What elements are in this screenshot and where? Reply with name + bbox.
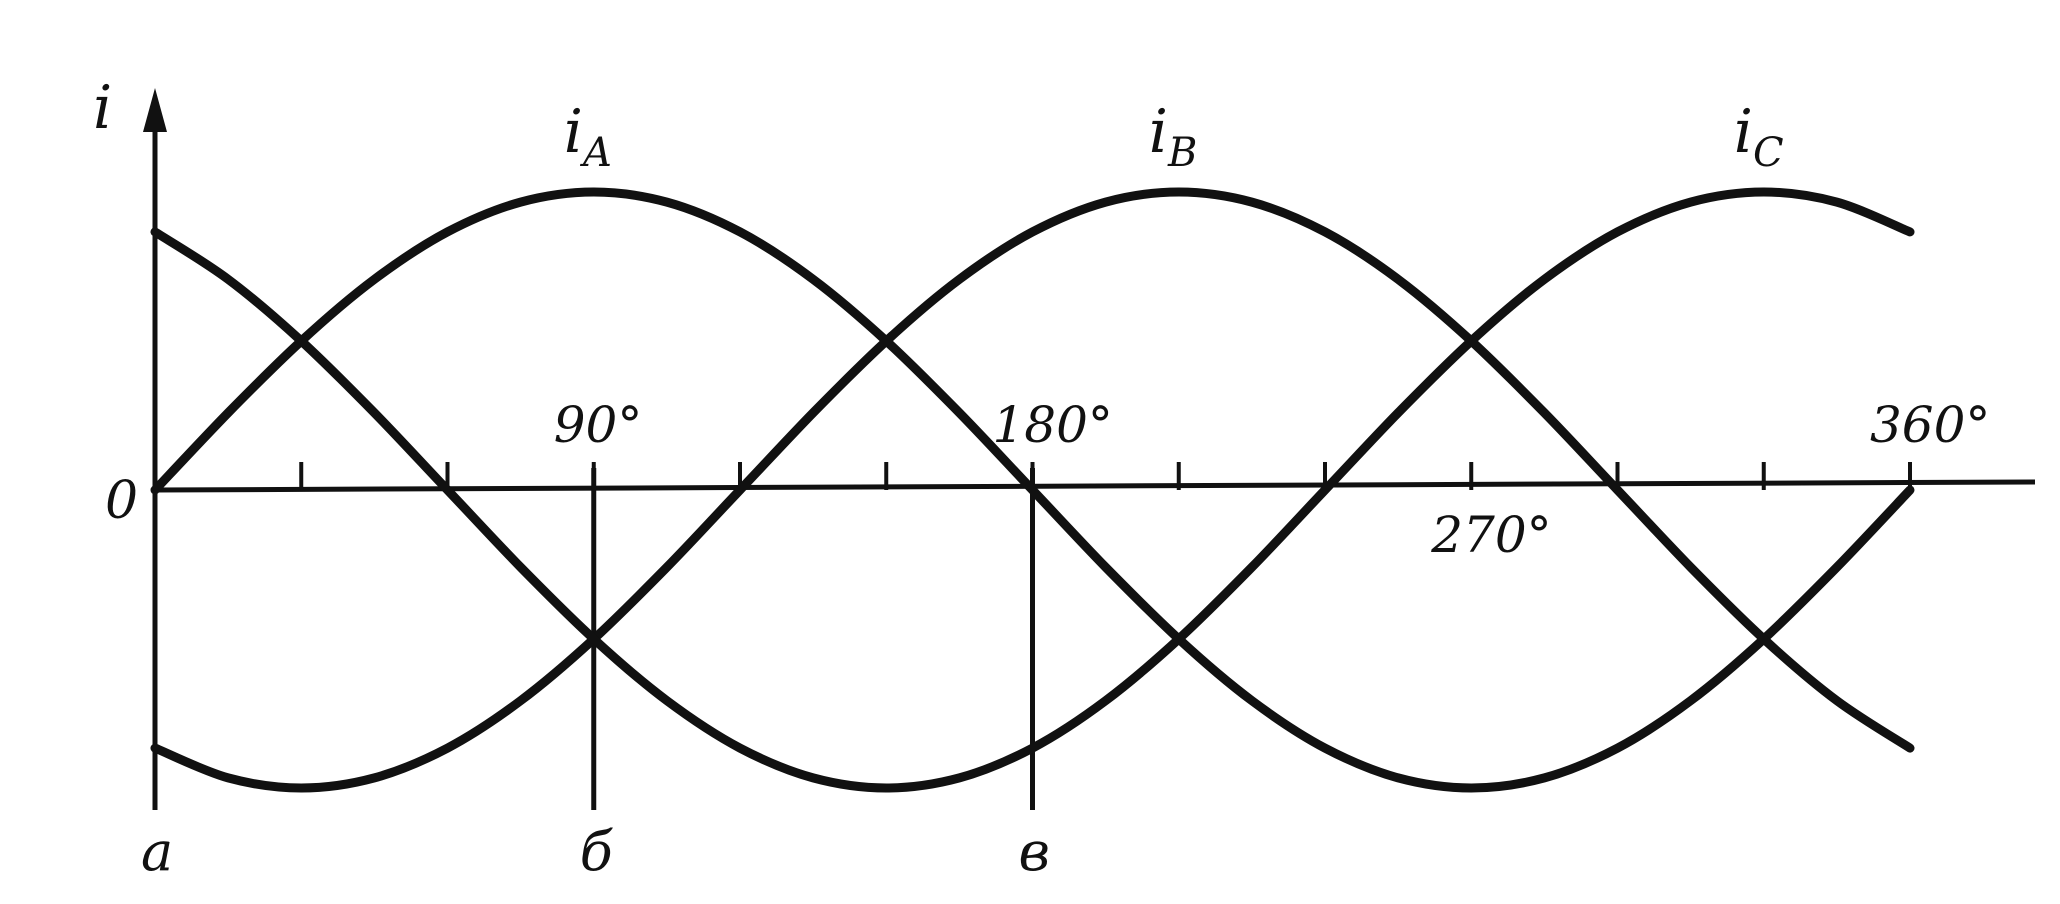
series-line-iC [150, 187, 1915, 793]
axes [143, 88, 2036, 810]
series-line-iA [150, 187, 1915, 793]
y-axis-label: i [93, 73, 112, 143]
x-axis [154, 479, 2036, 493]
vertical-marker-label: a [141, 820, 173, 883]
vertical-marker-label: в [1019, 820, 1050, 883]
series-label-iA: iA [564, 97, 612, 176]
y-axis-arrow [143, 88, 167, 132]
labels: a б в 90° 180° 270° 360° 0 i iA iB iC [93, 73, 1990, 883]
series-label-iB: iB [1149, 97, 1198, 176]
x-tick-label: 270° [1430, 506, 1551, 564]
x-tick-label: 360° [1870, 396, 1990, 454]
vertical-marker-label: б [580, 820, 614, 883]
series-label-iC: iC [1734, 97, 1784, 176]
series-line-iB [150, 187, 1915, 793]
curves [150, 187, 1915, 793]
x-tick-label: 90° [554, 396, 643, 454]
origin-label: 0 [105, 471, 138, 531]
x-tick-label: 180° [993, 396, 1113, 454]
